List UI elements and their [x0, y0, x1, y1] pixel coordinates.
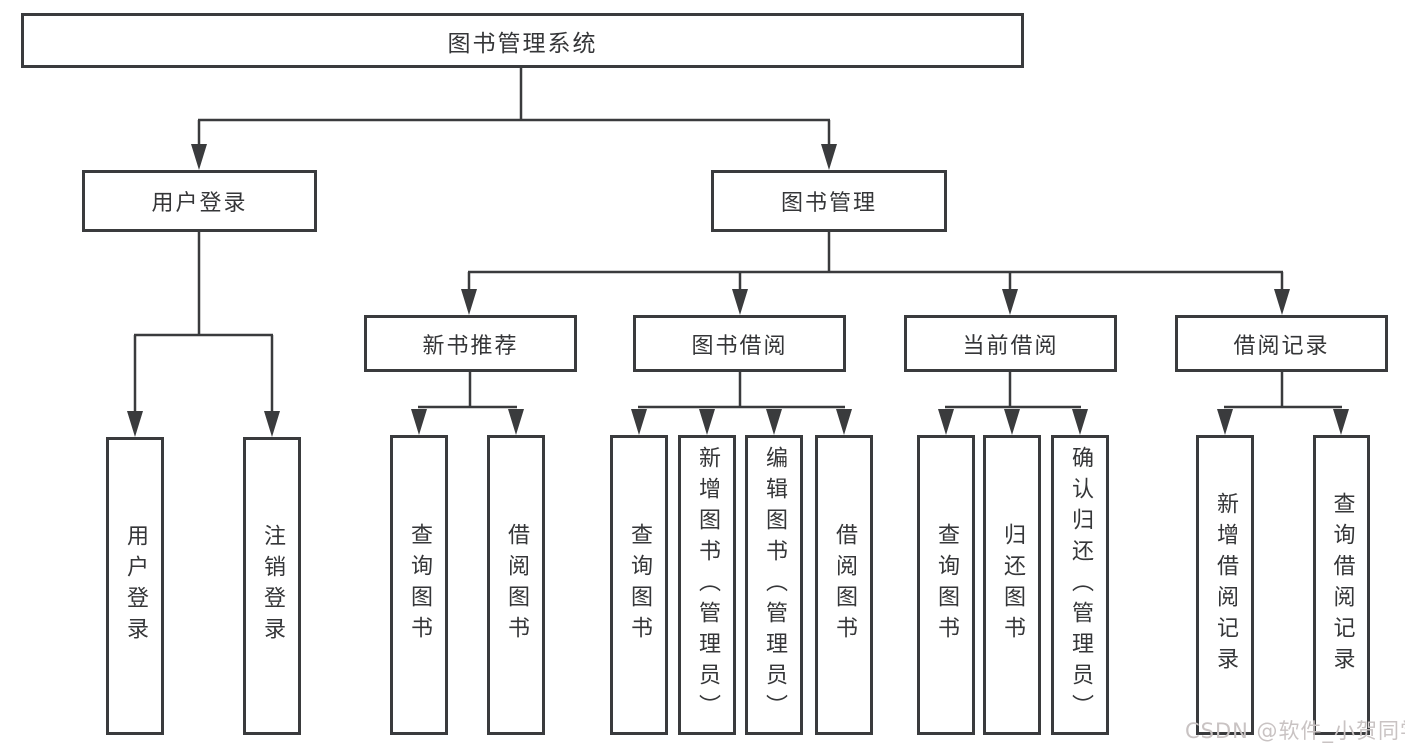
leaf-return-books: 归还图书 [983, 435, 1041, 735]
node-borrowing-records-label: 借阅记录 [1233, 333, 1330, 359]
node-book-borrowing-label: 图书借阅 [691, 333, 788, 359]
leaf-borrowing-borrow-books: 借阅图书 [815, 435, 873, 735]
node-root-system: 图书管理系统 [21, 13, 1024, 68]
node-new-book-recommend-label: 新书推荐 [422, 333, 519, 359]
node-user-login-label: 用户登录 [151, 191, 248, 216]
leaf-return-books-label: 归还图书 [1000, 523, 1025, 647]
leaf-edit-books-admin-label: 编辑图书（管理员） [762, 445, 787, 725]
leaf-borrowing-query-books-label: 查询图书 [627, 523, 652, 647]
leaf-current-query-books-label: 查询图书 [934, 523, 959, 647]
leaf-confirm-return-admin: 确认归还（管理员） [1051, 435, 1109, 735]
node-current-borrowing-label: 当前借阅 [962, 333, 1059, 359]
leaf-current-query-books: 查询图书 [917, 435, 975, 735]
leaf-edit-books-admin: 编辑图书（管理员） [745, 435, 803, 735]
leaf-recommend-borrow-books: 借阅图书 [487, 435, 545, 735]
leaf-logout: 注销登录 [243, 437, 301, 735]
leaf-query-borrow-record: 查询借阅记录 [1313, 435, 1370, 735]
leaf-recommend-query-books: 查询图书 [390, 435, 448, 735]
leaf-user-login-label: 用户登录 [123, 524, 148, 648]
node-root-label: 图书管理系统 [447, 30, 598, 57]
leaf-add-books-admin: 新增图书（管理员） [678, 435, 736, 735]
leaf-user-login: 用户登录 [106, 437, 164, 735]
node-book-management-label: 图书管理 [780, 191, 877, 216]
leaf-borrowing-query-books: 查询图书 [610, 435, 668, 735]
leaf-add-borrow-record: 新增借阅记录 [1196, 435, 1254, 735]
leaf-recommend-query-books-label: 查询图书 [407, 523, 432, 647]
leaf-confirm-return-admin-label: 确认归还（管理员） [1068, 445, 1093, 725]
node-book-management: 图书管理 [711, 170, 947, 232]
leaf-recommend-borrow-books-label: 借阅图书 [504, 523, 529, 647]
csdn-watermark: CSDN @软件_小贺同学 [1185, 719, 1405, 743]
node-new-book-recommend: 新书推荐 [364, 315, 577, 372]
node-borrowing-records: 借阅记录 [1175, 315, 1388, 372]
node-current-borrowing: 当前借阅 [904, 315, 1117, 372]
node-book-borrowing: 图书借阅 [633, 315, 846, 372]
leaf-add-books-admin-label: 新增图书（管理员） [695, 445, 720, 725]
leaf-logout-label: 注销登录 [260, 524, 285, 648]
leaf-add-borrow-record-label: 新增借阅记录 [1213, 492, 1238, 678]
node-user-login: 用户登录 [82, 170, 317, 232]
leaf-borrowing-borrow-books-label: 借阅图书 [832, 523, 857, 647]
leaf-query-borrow-record-label: 查询借阅记录 [1329, 492, 1355, 678]
